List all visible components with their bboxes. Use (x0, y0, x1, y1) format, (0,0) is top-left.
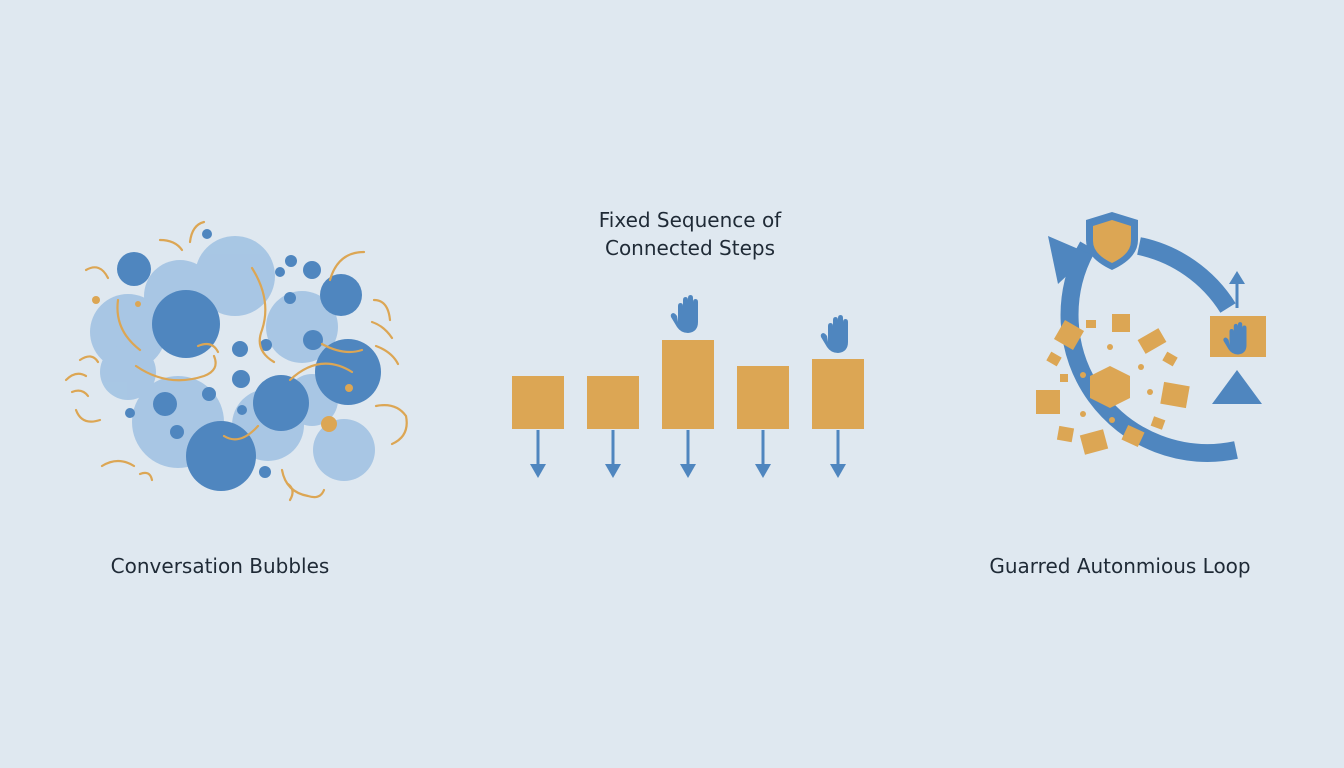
caption-line-2: Connected Steps (604, 236, 775, 260)
core-hexagon (1090, 366, 1130, 408)
hand-stop-icon (820, 315, 848, 353)
step-block-2 (587, 376, 639, 429)
step-block-4 (737, 366, 789, 429)
up-arrow-icon (1229, 271, 1245, 308)
caption-text: Conversation Bubbles (110, 554, 330, 578)
step-block-1 (512, 376, 564, 429)
loop-arrowhead (1212, 370, 1262, 404)
caption-conversation-bubbles: Conversation Bubbles (80, 552, 360, 580)
caption-fixed-sequence: Fixed Sequence of Connected Steps (540, 206, 840, 262)
step-sequence (512, 295, 864, 478)
hand-stop-icon (670, 295, 698, 333)
caption-guarded-loop: Guarred Autonmious Loop (960, 552, 1280, 580)
step-block-3 (662, 340, 714, 429)
step-block-5 (812, 359, 864, 429)
conversation-bubbles-cluster (64, 220, 408, 502)
caption-text: Guarred Autonmious Loop (989, 554, 1251, 578)
shield-icon (1086, 212, 1138, 270)
loop-arrowhead (1048, 236, 1090, 284)
guarded-loop (1036, 212, 1266, 462)
caption-line-1: Fixed Sequence of (598, 208, 782, 232)
down-arrow-icon (536, 430, 840, 466)
